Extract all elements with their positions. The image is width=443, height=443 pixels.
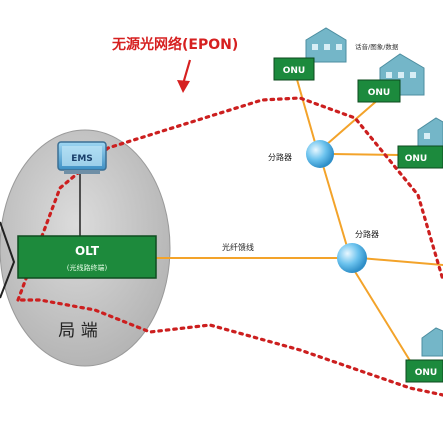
- onu-2-label: ONU: [368, 88, 391, 98]
- title-arrow: [177, 59, 192, 93]
- olt-label: OLT: [75, 244, 100, 258]
- ems-label: EMS: [71, 154, 93, 164]
- splitter-1: 分路器: [268, 140, 334, 168]
- fiber-lines: [155, 75, 443, 365]
- onu-4-label: ONU: [415, 368, 438, 378]
- onu-4: ONU: [405, 327, 443, 383]
- onu-2: 话音/图象/数据 ONU: [355, 42, 425, 103]
- onu-1-label: ONU: [283, 66, 306, 76]
- ems-monitor: EMS: [57, 141, 107, 174]
- onu-1: ONU: [273, 27, 347, 81]
- central-office-label: 局 端: [58, 321, 97, 341]
- pon-title: 无源光网络(EPON): [111, 36, 238, 53]
- splitter-1-label: 分路器: [268, 152, 292, 162]
- splitter-2: 分路器: [337, 229, 379, 273]
- onu-3: ONU: [397, 117, 443, 169]
- house-icon: [417, 117, 443, 151]
- service-label: 话音/图象/数据: [355, 42, 399, 51]
- olt-box: OLT (光线路终端): [17, 235, 157, 279]
- fiber-label: 光纤馈线: [222, 242, 254, 252]
- house-icon: [421, 327, 443, 357]
- house-icon: [305, 27, 347, 63]
- pon-boundary: [16, 96, 443, 397]
- left-edge-lines: [0, 221, 16, 299]
- olt-sublabel: (光线路终端): [67, 263, 108, 272]
- splitter-2-label: 分路器: [355, 229, 379, 239]
- onu-3-label: ONU: [405, 154, 428, 164]
